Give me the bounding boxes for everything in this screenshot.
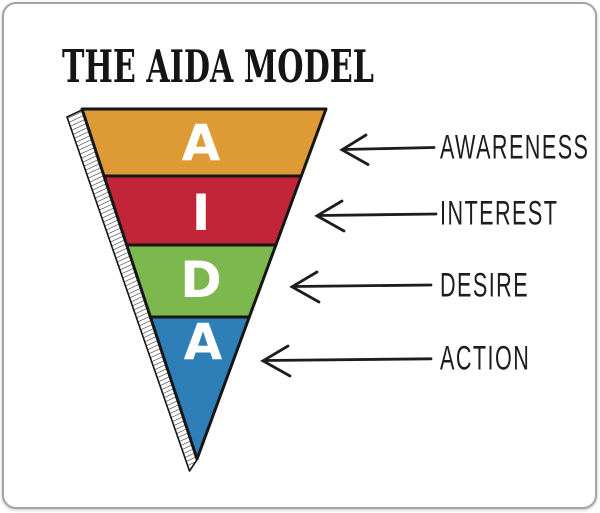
arrow-desire-icon [289, 270, 433, 304]
funnel-letter-action: A [183, 313, 223, 371]
stage-label-desire: DESIRE [440, 266, 530, 305]
funnel-letter-interest: I [191, 184, 211, 242]
arrow-awareness-icon [339, 133, 436, 166]
stage-label-interest: INTEREST [440, 194, 559, 233]
page-title: THE AIDA MODEL [62, 40, 374, 93]
funnel-stage-action-shape [148, 315, 251, 461]
stage-label-action: ACTION [440, 339, 531, 378]
funnel-letter-awareness: A [181, 114, 221, 172]
stage-label-awareness: AWARENESS [440, 128, 590, 167]
aida-funnel-diagram [66, 107, 438, 472]
arrow-action-icon [260, 344, 433, 378]
funnel-letter-desire: D [180, 251, 222, 309]
arrow-interest-icon [314, 199, 438, 233]
